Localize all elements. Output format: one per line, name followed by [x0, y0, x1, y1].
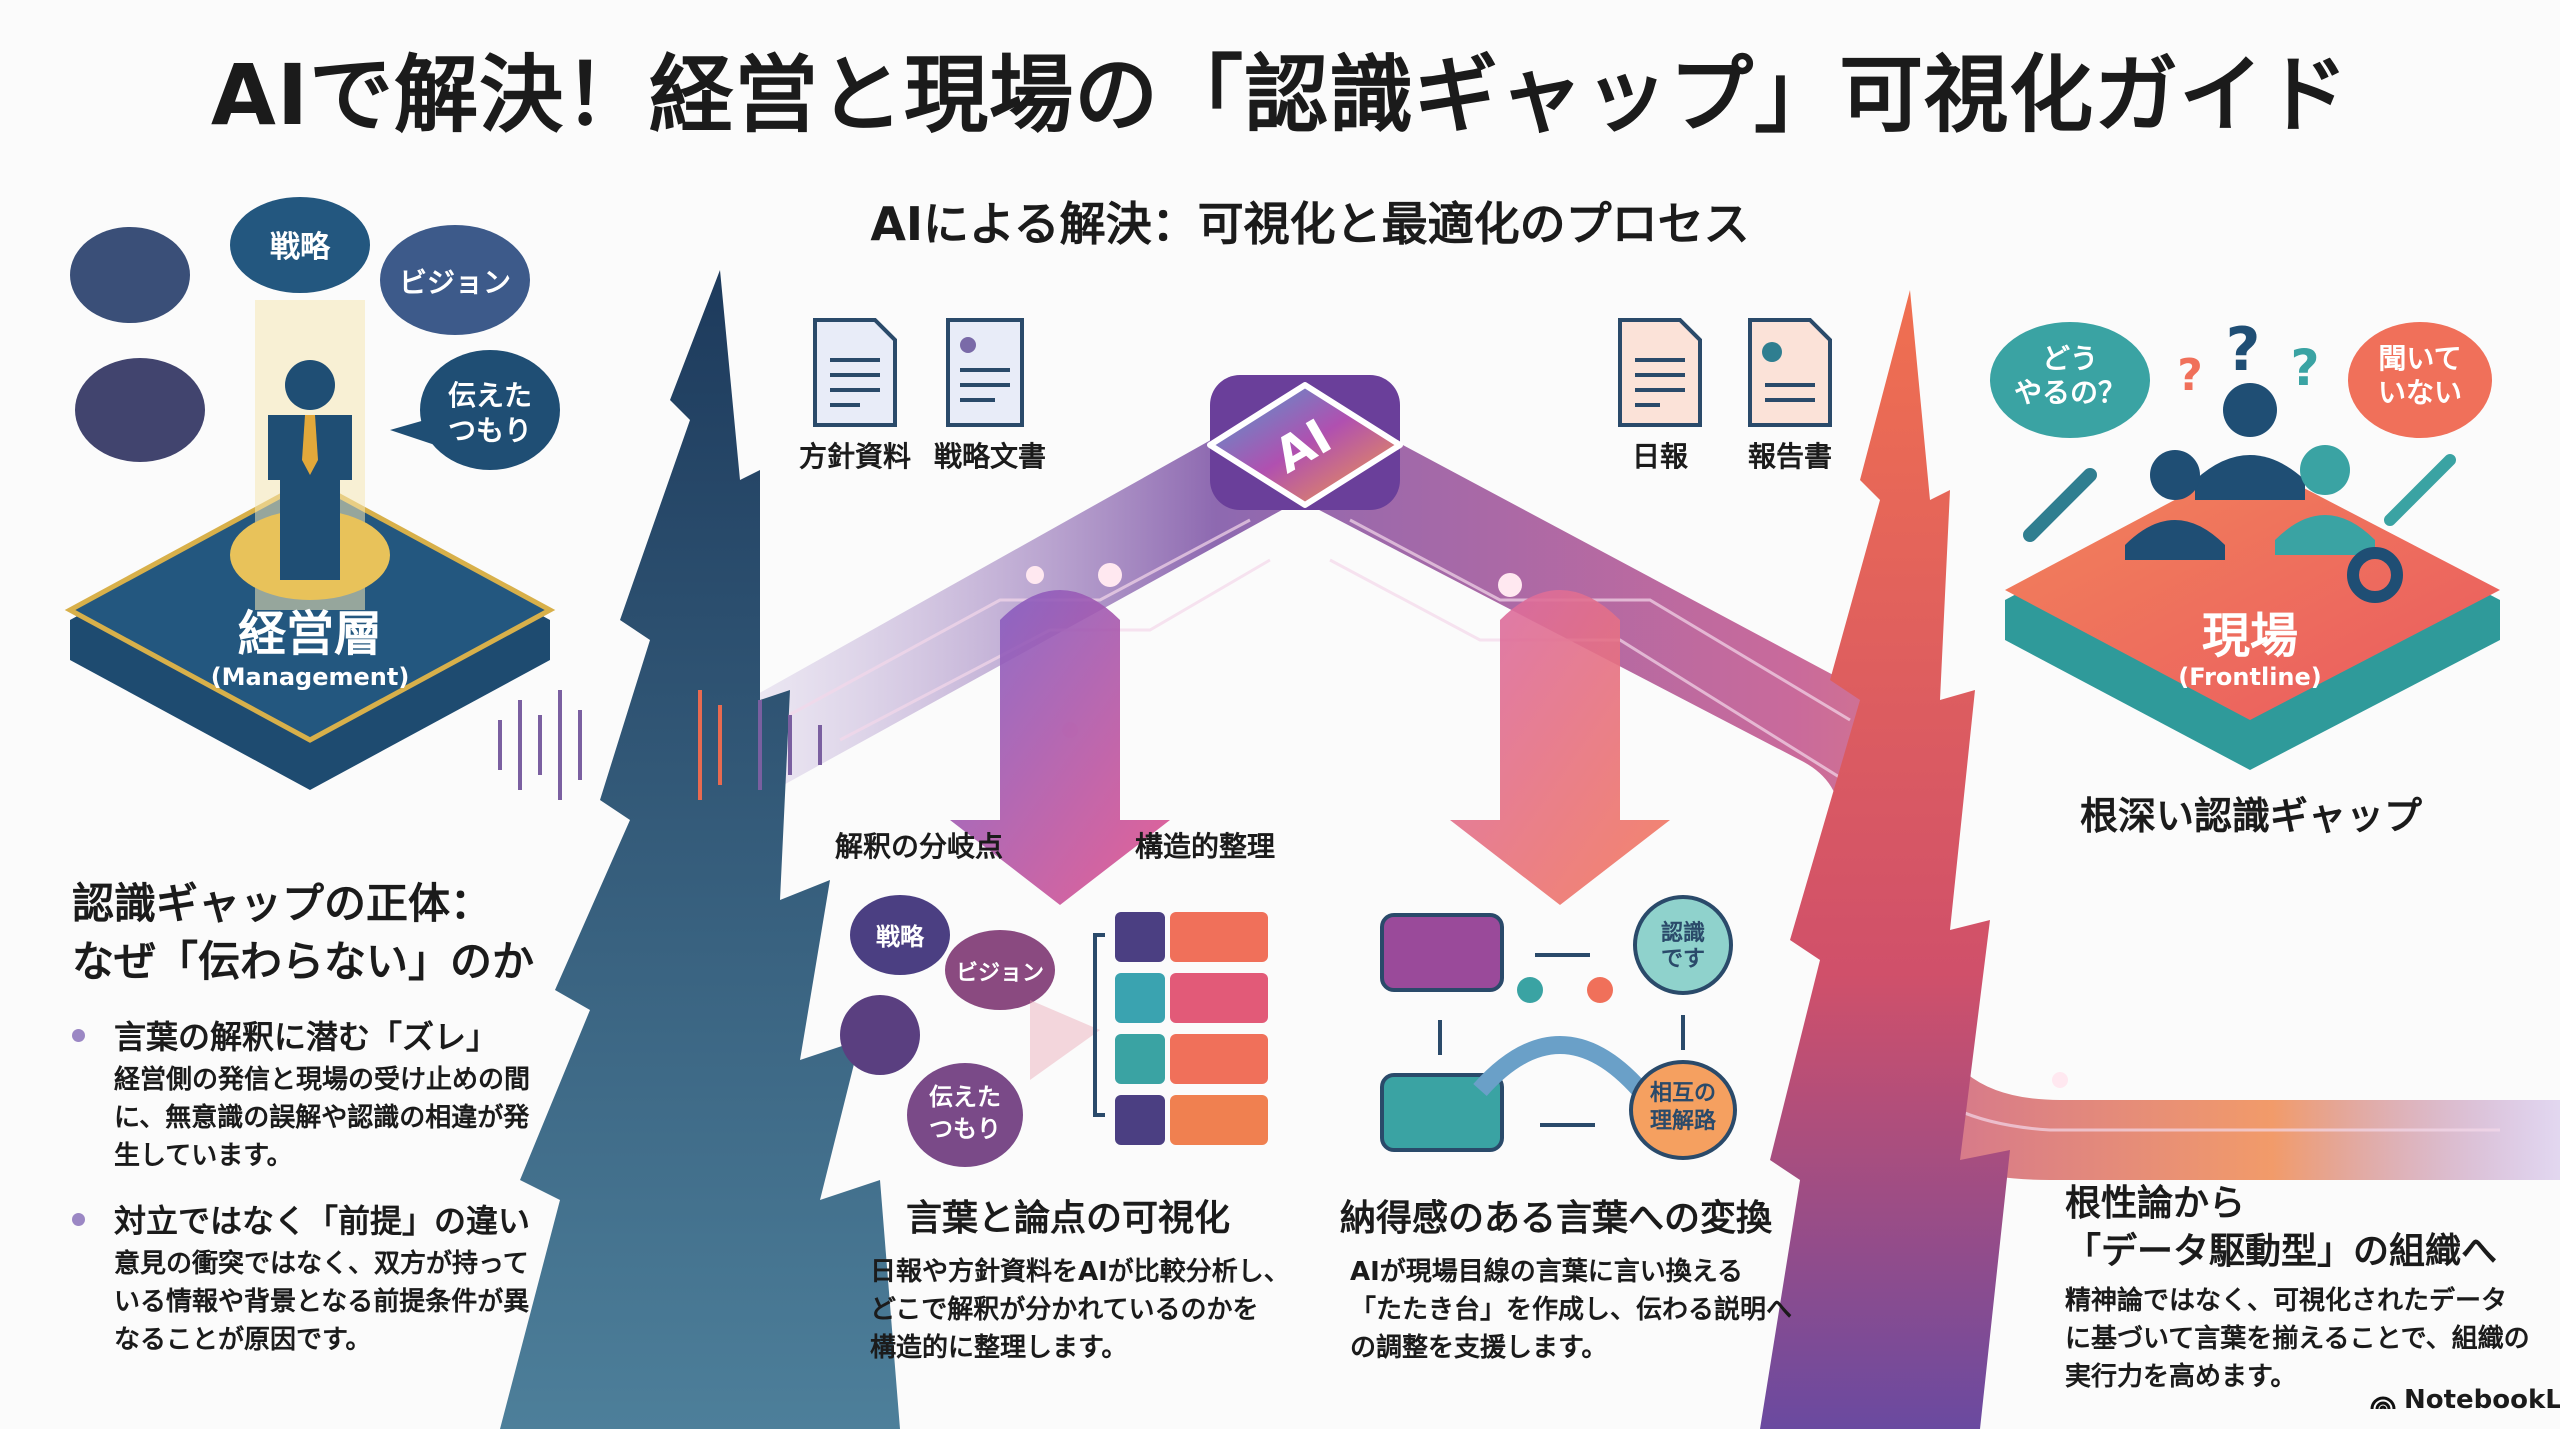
svg-text:戦略: 戦略	[270, 230, 331, 265]
svg-text:つもり: つもり	[929, 1115, 1001, 1143]
broken-cloud-icon	[70, 227, 205, 462]
bullet-dot-icon	[72, 1213, 85, 1226]
frontline-platform: ? ? ? どう やるの？ 聞いて いない 現場 (Frontline)	[1990, 315, 2500, 770]
structured-table-icon	[1093, 912, 1268, 1145]
doc-label-daily-report: 日報	[1631, 440, 1688, 473]
speech-bubble-intended: 伝えた つもり	[390, 350, 560, 470]
convert-title: 納得感のある言葉への変換	[1340, 1198, 1773, 1239]
broken-cloud-icon	[840, 995, 920, 1075]
bullet-dot-icon	[72, 1029, 85, 1042]
management-label: 経営層	[238, 606, 382, 662]
right-cliff	[1760, 290, 2010, 1429]
report-icon	[1748, 318, 1832, 427]
svg-text:いない: いない	[2378, 376, 2462, 409]
notebooklm-logo-icon	[2370, 1396, 2396, 1410]
speech-bubble-not-heard: 聞いて いない	[2348, 322, 2492, 438]
svg-text:伝えた: 伝えた	[448, 379, 532, 412]
cloud-strategy: 戦略	[230, 197, 370, 293]
svg-text:です: です	[1661, 947, 1705, 972]
document-icon	[1618, 318, 1702, 427]
svg-text:認識: 認識	[1661, 920, 1705, 946]
svg-text:相互の: 相互の	[1650, 1081, 1716, 1106]
sound-wave-icon	[498, 690, 822, 800]
interpretation-clouds: 戦略 ビジョン 伝えた つもり	[840, 895, 1100, 1167]
management-label-en: (Management)	[211, 663, 410, 691]
cloud-vision: ビジョン	[380, 225, 530, 335]
gap-section: 認識ギャップの正体： なぜ「伝わらない」のか 言葉の解釈に潜む「ズレ」 経営側の…	[72, 875, 592, 1359]
svg-text:理解路: 理解路	[1650, 1108, 1717, 1134]
svg-text:やるの？: やるの？	[2014, 376, 2126, 409]
process-subtitle: AIによる解決：可視化と最適化のプロセス	[870, 197, 1750, 251]
document-icon	[813, 318, 897, 427]
frontline-label: 現場	[2202, 608, 2298, 664]
visualize-section: 言葉と論点の可視化 日報や方針資料をAIが比較分析し、 どこで解釈が分かれている…	[870, 1195, 1330, 1367]
gear-icon	[2347, 547, 2403, 603]
label-branch-point: 解釈の分岐点	[835, 830, 1004, 863]
gap-bullet: 言葉の解釈に潜む「ズレ」 経営側の発信と現場の受け止めの間 に、無意識の誤解や認…	[72, 1013, 592, 1175]
hammer-icon	[2384, 454, 2456, 526]
svg-text:ビジョン: ビジョン	[956, 961, 1044, 986]
ai-chip-icon: AI	[1207, 375, 1403, 510]
gap-heading-line1: 認識ギャップの正体：	[72, 879, 493, 928]
convert-section: 納得感のある言葉への変換 AIが現場目線の言葉に言い換える 「たたき台」を作成し…	[1340, 1195, 1820, 1367]
doc-label-strategy: 戦略文書	[933, 440, 1046, 473]
person-icon	[285, 360, 335, 410]
speech-bubble-how: どう やるの？	[1990, 322, 2150, 438]
question-icon: ?	[2226, 315, 2261, 385]
question-icon: ?	[2290, 339, 2319, 397]
svg-text:戦略: 戦略	[876, 923, 925, 951]
doc-label-policy: 方針資料	[798, 440, 911, 473]
svg-text:つもり: つもり	[448, 414, 532, 447]
svg-text:聞いて: 聞いて	[2378, 342, 2461, 375]
question-icon: ?	[2177, 350, 2203, 401]
visualize-title: 言葉と論点の可視化	[906, 1198, 1231, 1239]
page-title: AIで解決！経営と現場の「認識ギャップ」可視化ガイド	[210, 46, 2350, 144]
data-driven-title-line2: 「データ駆動型」の組織へ	[2065, 1231, 2498, 1272]
data-driven-section: 根性論から 「データ駆動型」の組織へ 精神論ではなく、可視化されたデータ に基づ…	[2065, 1180, 2545, 1396]
svg-text:ビジョン: ビジョン	[399, 266, 511, 299]
data-driven-title-line1: 根性論から	[2065, 1183, 2246, 1224]
frontline-caption: 根深い認識ギャップ	[2080, 794, 2423, 838]
frontline-label-en: (Frontline)	[2178, 663, 2322, 691]
document-icon	[946, 318, 1024, 427]
label-structuring: 構造的整理	[1135, 830, 1276, 863]
notebooklm-brand: NotebookLM	[2370, 1385, 2560, 1415]
arrow-down-left	[950, 590, 1170, 905]
svg-text:伝えた: 伝えた	[929, 1083, 1001, 1111]
gap-heading-line2: なぜ「伝わらない」のか	[72, 937, 535, 986]
svg-text:どう: どう	[2042, 342, 2098, 375]
bridge-dialogue-icon: 認識 です 相互の 理解路	[1380, 895, 1737, 1160]
document-icons	[813, 318, 1832, 427]
doc-label-report: 報告書	[1747, 440, 1832, 473]
left-cliff	[500, 270, 900, 1429]
arrow-down-right	[1450, 590, 1670, 905]
brand-label: NotebookLM	[2404, 1385, 2560, 1415]
gap-bullet: 対立ではなく「前提」の違い 意見の衝突ではなく、双方が持って いる情報や背景とな…	[72, 1197, 592, 1359]
wrench-icon	[2023, 468, 2097, 542]
management-platform: 戦略 ビジョン 伝えた つもり 経営層 (Management)	[64, 197, 560, 790]
